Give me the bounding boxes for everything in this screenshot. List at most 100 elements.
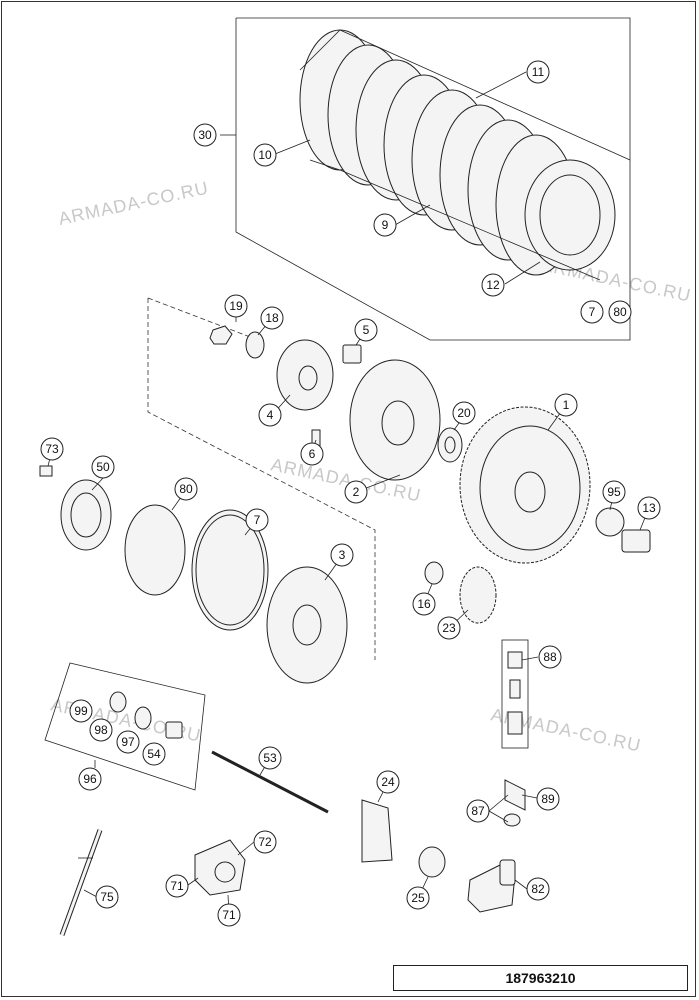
callout-label: 87 [471,804,485,818]
callout-11: 11 [526,60,550,84]
lower-left-parts [39,465,348,684]
clutch-assembly-boundary [147,298,376,660]
callout-label: 19 [229,299,243,313]
callout-circle [437,616,461,640]
callout-20: 20 [452,401,476,425]
callout-30: 30 [193,123,217,147]
callout-5: 5 [354,318,378,342]
callout-label: 80 [613,305,627,319]
callout-circle [253,143,277,167]
callout-circle [300,442,324,466]
primary-gear [424,406,651,624]
callout-circle [526,877,550,901]
callout-19: 19 [224,294,248,318]
callout-label: 12 [486,278,500,292]
callout-label: 99 [74,704,88,718]
callout-circle [258,746,282,770]
callout-circle [40,437,64,461]
hub-parts [209,325,463,481]
callout-4: 4 [258,403,282,427]
push-rod [211,750,329,814]
callout-82: 82 [526,877,550,901]
callout-circle [554,393,578,417]
callout-circle [526,60,550,84]
callout-label: 82 [531,882,545,896]
callout-label: 97 [121,735,135,749]
callout-circle [253,830,277,854]
callout-label: 71 [170,879,184,893]
callout-circle [258,403,282,427]
callout-circle [116,730,140,754]
callout-circle [608,300,632,324]
callout-label: 88 [543,650,557,664]
callout-label: 23 [442,621,456,635]
callout-circle [95,885,119,909]
callout-circle [217,903,241,927]
callout-label: 72 [258,835,272,849]
callout-72: 72 [253,830,277,854]
callout-circle [637,496,661,520]
callout-16: 16 [412,592,436,616]
clutch-plates-stack [299,29,616,276]
callout-label: 53 [263,751,277,765]
callout-1: 1 [554,393,578,417]
callout-80: 80 [608,300,632,324]
callout-label: 18 [265,311,279,325]
callout-71: 71 [217,903,241,927]
callout-label: 96 [83,772,97,786]
callout-label: 30 [198,128,212,142]
callout-circle [580,300,604,324]
callout-80: 80 [174,477,198,501]
callout-99: 99 [69,699,93,723]
callout-label: 50 [96,460,110,474]
callout-label: 10 [258,148,272,162]
callout-label: 6 [309,447,316,461]
callout-label: 54 [147,747,161,761]
bleed-valve-kit [501,639,529,749]
callout-97: 97 [116,730,140,754]
callout-label: 71 [222,908,236,922]
callout-53: 53 [258,746,282,770]
clutch-plate-kit-group [220,17,631,341]
callout-circle [78,767,102,791]
callout-circle [376,770,400,794]
callout-circle [406,886,430,910]
callout-25: 25 [406,886,430,910]
callout-circle [224,294,248,318]
callout-label: 75 [100,890,114,904]
callout-87: 87 [466,799,490,823]
callout-circle [193,123,217,147]
callout-label: 25 [411,891,425,905]
callout-89: 89 [536,787,560,811]
callout-6: 6 [300,442,324,466]
callout-label: 80 [179,482,193,496]
callout-50: 50 [91,455,115,479]
callout-2: 2 [344,480,368,504]
callout-71: 71 [165,874,189,898]
callout-3: 3 [330,543,354,567]
callout-95: 95 [602,480,626,504]
callout-label: 95 [607,485,621,499]
callout-88: 88 [538,645,562,669]
callout-label: 1 [563,398,570,412]
callout-label: 89 [541,792,555,806]
callout-label: 3 [339,548,346,562]
callout-circle [373,213,397,237]
callout-label: 73 [45,442,59,456]
document-number: 187963210 [393,965,688,991]
callout-label: 24 [381,775,395,789]
callout-circle [245,508,269,532]
callout-label: 20 [457,406,471,420]
callout-23: 23 [437,616,461,640]
callout-label: 16 [417,597,431,611]
callout-circle [165,874,189,898]
callout-label: 98 [94,723,108,737]
thrust-bearing-kit [44,662,206,791]
callout-label: 2 [353,485,360,499]
callout-label: 13 [642,501,656,515]
watermark-1: ARMADA-CO.RU [57,178,211,229]
callout-circle [91,455,115,479]
